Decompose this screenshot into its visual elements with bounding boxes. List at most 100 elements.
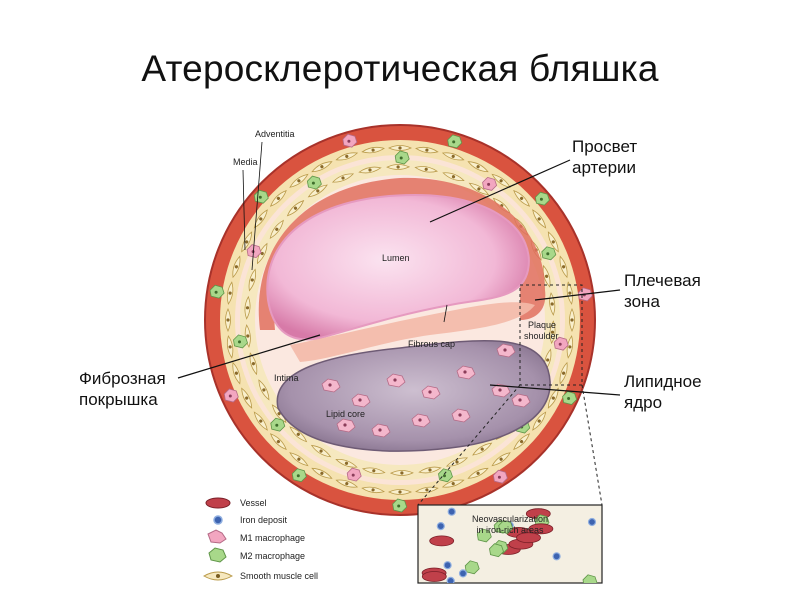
lumen-callout-line2: артерии — [572, 158, 637, 177]
smooth-muscle-cell — [286, 200, 305, 217]
fibrous-cap-callout-line1: Фиброзная — [79, 369, 166, 388]
smooth-muscle-cell — [441, 152, 465, 161]
lipid-core-callout: Липидное ядро — [624, 371, 702, 413]
m2-macrophage — [476, 528, 492, 543]
legend-item-m1-macrophage: M1 macrophage — [207, 529, 305, 544]
inset-caption-line2: in iron-rich areas — [476, 525, 544, 535]
m2-macrophage — [534, 191, 550, 206]
smooth-muscle-cell — [232, 255, 241, 279]
smooth-muscle-cell — [442, 172, 465, 182]
smooth-muscle-cell — [566, 335, 574, 359]
smooth-muscle-cell — [249, 352, 258, 376]
m2-macrophage — [438, 468, 453, 483]
smooth-muscle-cell — [362, 467, 386, 474]
m1-macrophage — [351, 393, 371, 408]
m2-macrophage — [498, 520, 514, 534]
zoom-indicator — [417, 284, 603, 506]
m2-macrophage — [489, 543, 504, 558]
m1-macrophage — [482, 176, 498, 191]
smooth-muscle-cell — [289, 426, 308, 443]
smooth-muscle-cell — [358, 166, 382, 174]
smooth-muscle-cell — [331, 173, 355, 183]
smooth-muscle-cell — [491, 173, 511, 188]
m1-macrophage — [321, 378, 341, 393]
vessel-icon — [205, 497, 231, 509]
smooth-muscle-cell — [467, 161, 489, 173]
lipid-core-callout-line — [489, 384, 621, 396]
fibrous-cap-callout-line2: покрышка — [79, 390, 158, 409]
smooth-muscle-cell — [307, 184, 328, 198]
smooth-muscle-cell — [389, 470, 414, 476]
iron-deposit — [587, 517, 597, 527]
smooth-muscle-cell — [289, 173, 309, 188]
vessel — [516, 532, 541, 544]
fibrous-cap-callout-line — [177, 334, 321, 379]
legend-item-vessel: Vessel — [205, 497, 267, 509]
fibrous-cap-label: Fibrous cap — [408, 339, 455, 349]
m1-macrophage — [336, 418, 356, 433]
smooth-muscle-cell — [226, 335, 234, 359]
inset-caption-line1: Neovascularization — [472, 514, 548, 524]
m1-macrophage — [456, 365, 476, 380]
media-pointer — [242, 169, 246, 251]
iron-deposit-icon — [213, 515, 223, 525]
smooth-muscle-cell — [386, 164, 411, 170]
smooth-muscle-cell — [532, 411, 547, 431]
smooth-muscle-cell — [232, 361, 241, 385]
smooth-muscle-cell — [388, 145, 412, 151]
fibrous-cap-callout: Фиброзная покрышка — [79, 368, 166, 410]
legend-label-vessel: Vessel — [240, 498, 267, 508]
adventitia-pointer — [251, 141, 263, 271]
m1-macrophage — [371, 423, 391, 438]
plaque-shoulder-label-2: shoulder — [524, 331, 559, 341]
fibrous-cap-pointer — [443, 304, 448, 323]
m1-macrophage — [386, 373, 406, 388]
m1-macrophage — [411, 413, 431, 428]
m1-macrophage — [511, 393, 531, 408]
plaque-shoulder-label-1: Plaque — [528, 320, 556, 330]
m2-macrophage — [306, 175, 322, 190]
smooth-muscle-cell — [269, 189, 287, 207]
lipid-core-callout-line1: Липидное — [624, 372, 702, 391]
shoulder-callout: Плечевая зона — [624, 270, 701, 312]
m1-macrophage — [492, 469, 508, 484]
smooth-muscle-cell — [253, 411, 268, 431]
smooth-muscle-cell — [311, 161, 333, 173]
media-label: Media — [233, 157, 258, 167]
iron-deposit — [458, 569, 468, 578]
smooth-muscle-cell — [253, 209, 268, 229]
legend-item-m2-macrophage: M2 macrophage — [208, 547, 305, 563]
lipid-core-label: Lipid core — [326, 409, 365, 419]
m1-macrophage-icon — [207, 529, 227, 544]
vessel — [421, 571, 447, 582]
smooth-muscle-cell — [513, 433, 531, 451]
intima-label: Intima — [274, 373, 299, 383]
legend-item-smooth-muscle-cell: Smooth muscle cell — [202, 571, 318, 581]
legend-item-iron-deposit: Iron deposit — [213, 515, 288, 525]
smooth-muscle-cell — [241, 231, 253, 253]
m2-macrophage — [394, 150, 410, 165]
shoulder-callout-line1: Плечевая — [624, 271, 701, 290]
adventitia-label: Adventitia — [255, 129, 295, 139]
m2-macrophage-icon — [208, 547, 227, 563]
smooth-muscle-cell — [335, 479, 359, 488]
smooth-muscle-cell — [472, 442, 493, 456]
smooth-muscle-cell — [225, 308, 231, 332]
smooth-muscle-cell — [361, 146, 385, 154]
m2-macrophage — [233, 334, 248, 349]
vessel — [528, 523, 554, 535]
neovascularization-inset: Neovascularization in iron-rich areas — [417, 504, 603, 584]
iron-deposit — [447, 507, 456, 516]
smooth-muscle-cell — [566, 281, 574, 305]
zoom-source-box — [519, 284, 583, 386]
m1-macrophage — [553, 336, 569, 351]
m1-macrophage — [421, 385, 441, 400]
lumen-callout-line1: Просвет — [572, 137, 638, 156]
iron-deposit — [436, 521, 445, 531]
smooth-muscle-cell — [467, 467, 489, 479]
smooth-muscle-cell — [241, 387, 253, 409]
smooth-muscle-cell — [289, 452, 309, 467]
smooth-muscle-cell — [335, 152, 359, 161]
legend-label-m2-macrophage: M2 macrophage — [240, 551, 305, 561]
